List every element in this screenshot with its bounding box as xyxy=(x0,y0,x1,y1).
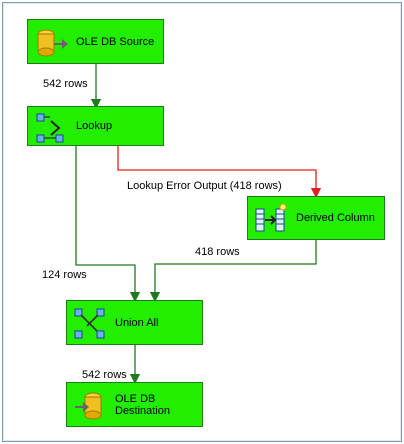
union-all-icon xyxy=(73,307,109,346)
connector-lookup-error[interactable] xyxy=(117,146,322,199)
edge-label-lookup-to-union: 124 rows xyxy=(42,269,87,281)
connector-derived-to-union[interactable] xyxy=(149,240,317,303)
connector-lookup-to-union[interactable] xyxy=(75,146,141,303)
edge-label-lookup-error: Lookup Error Output (418 rows) xyxy=(127,180,282,192)
edge-label-source-to-lookup: 542 rows xyxy=(43,78,88,90)
database-destination-icon xyxy=(73,389,109,428)
ole-db-destination-node[interactable]: OLE DB Destination xyxy=(66,382,203,427)
node-label: Derived Column xyxy=(296,212,375,224)
lookup-node[interactable]: Lookup xyxy=(27,106,164,146)
node-label: OLE DB Source xyxy=(76,35,155,48)
node-label: OLE DB Destination xyxy=(115,392,171,417)
edge-label-union-to-destination: 542 rows xyxy=(82,369,127,381)
node-label: Union All xyxy=(115,316,159,329)
union-all-node[interactable]: Union All xyxy=(66,300,203,345)
node-label: Lookup xyxy=(76,120,113,132)
database-source-icon xyxy=(34,26,70,65)
derived-column-icon xyxy=(254,203,290,242)
edge-label-derived-to-union: 418 rows xyxy=(195,246,240,258)
derived-column-node[interactable]: Derived Column xyxy=(247,196,385,240)
ole-db-source-node[interactable]: OLE DB Source xyxy=(27,19,164,64)
lookup-icon xyxy=(34,111,70,150)
